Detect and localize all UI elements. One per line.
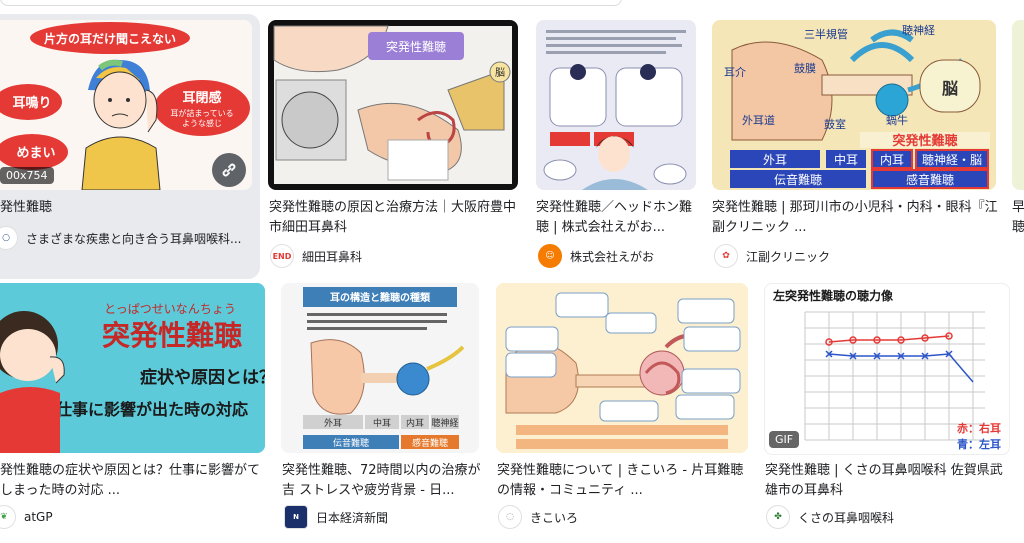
- thumbnail-6[interactable]: とっぱつせいなんちょう 突発性難聴 症状や原因とは？ 仕事に影響が出た時の対応: [0, 283, 265, 453]
- result-title-8[interactable]: 突発性難聴について | きこいろ - 片耳難聴の情報・コミュニティ ...: [497, 463, 744, 498]
- thumb4-text-12: 聴神経・脳: [922, 153, 982, 167]
- thumb9-text-1: 赤：右耳: [957, 421, 1001, 435]
- thumb4-text-3: 鼓膜: [794, 61, 816, 75]
- favicon-icon: END: [270, 244, 294, 268]
- thumbnail-8-art: [496, 283, 748, 453]
- thumb7-text-4: 聴神経: [431, 417, 458, 429]
- smile-icon: ☺: [538, 244, 562, 268]
- thumbnail-1[interactable]: 片方の耳だけ聞こえない 耳鳴り 耳閉感 耳が詰まっている ような感じ めまい: [0, 20, 252, 190]
- thumbnail-1-art: 片方の耳だけ聞こえない 耳鳴り 耳閉感 耳が詰まっている ような感じ めまい: [0, 22, 250, 190]
- result-title-9[interactable]: 突発性難聴 | くさの耳鼻咽喉科 佐賀県武雄市の耳鼻科: [765, 463, 1003, 498]
- clover-icon: ✤: [766, 505, 790, 529]
- result-source-2[interactable]: END 細田耳鼻科: [270, 243, 520, 269]
- source-label: 江副クリニック: [746, 249, 831, 264]
- thumb7-text-1: 外耳: [324, 417, 342, 429]
- thumb4-text-14: 感音難聴: [906, 172, 954, 187]
- thumb2-text-1: 脳: [495, 67, 505, 79]
- search-bar-area: [0, 0, 1024, 6]
- source-label: atGP: [24, 510, 53, 524]
- thumbnail-4-art: 脳 三半規管 聴神経 耳介 鼓膜 外耳道 蝸牛 鼓室 突発性難聴 外耳 中耳 内…: [724, 23, 990, 189]
- source-label: 株式会社えがお: [570, 249, 655, 264]
- kikoiro-logo-icon: ◌: [498, 505, 522, 529]
- result-title-5a[interactable]: 早: [1012, 200, 1024, 215]
- thumb1-text-4: ような感じ: [182, 118, 222, 128]
- source-label: さまざまな疾患と向き合う耳鼻咽喉科...: [26, 231, 242, 246]
- thumb1-text-3: 耳が詰まっている: [170, 108, 233, 118]
- thumbnail-3-art: [543, 26, 688, 190]
- thumbnail-9[interactable]: 左突発性難聴の聴力像 赤：右耳: [764, 283, 1010, 455]
- result-source-9[interactable]: ✤ くさの耳鼻咽喉科: [766, 504, 1012, 530]
- thumb7-text-2: 中耳: [373, 417, 391, 429]
- thumb7-text-6: 感音難聴: [412, 437, 448, 449]
- thumb6-text-1: 突発性難聴: [102, 319, 242, 352]
- thumbnail-7[interactable]: 耳の構造と難聴の種類 外耳 中耳 内耳 聴神経 伝音難聴 感音難聴: [281, 283, 479, 453]
- leaf-icon: ❦: [0, 505, 16, 529]
- gif-badge: GIF: [769, 431, 800, 448]
- thumbnail-2-art: 突発性難聴 脳: [273, 25, 512, 184]
- image-size-badge: 00x754: [0, 167, 54, 184]
- result-title-4[interactable]: 突発性難聴 | 那珂川市の小児科・内科・眼科『江副クリニック ...: [712, 200, 998, 235]
- thumbnail-2[interactable]: 突発性難聴 脳: [268, 20, 518, 190]
- result-title-6[interactable]: 発性難聴の症状や原因とは？仕事に影響がてしまった時の対応 ...: [0, 463, 261, 498]
- result-source-8[interactable]: ◌ きこいろ: [498, 504, 748, 530]
- thumb4-text-10: 中耳: [834, 152, 858, 167]
- nikkei-logo-icon: N: [284, 505, 308, 529]
- thumb1-text-1: 耳鳴り: [12, 95, 51, 111]
- clinic-logo-icon: ✿: [714, 244, 738, 268]
- thumb4-text-9: 外耳: [763, 153, 787, 167]
- result-source-3[interactable]: ☺ 株式会社えがお: [538, 243, 698, 269]
- link-icon[interactable]: [212, 153, 246, 187]
- thumb4-text-5: 外耳道: [742, 113, 775, 127]
- search-box[interactable]: [0, 0, 622, 6]
- thumbnail-8[interactable]: [496, 283, 748, 453]
- thumb4-text-11: 内耳: [880, 153, 904, 167]
- result-source-6[interactable]: ❦ atGP: [0, 504, 254, 530]
- thumb6-text-2: 症状や原因とは？: [140, 367, 265, 388]
- thumbnail-9-art: 左突発性難聴の聴力像 赤：右耳: [772, 288, 1001, 451]
- thumbnail-3[interactable]: [536, 20, 696, 190]
- thumbnail-5[interactable]: [1012, 20, 1024, 190]
- thumb4-text-brain: 脳: [942, 79, 958, 98]
- thumb4-text-8: 突発性難聴: [892, 133, 957, 149]
- result-source-1[interactable]: ○ さまざまな疾患と向き合う耳鼻咽喉科...: [0, 225, 252, 251]
- thumb1-text-0: 片方の耳だけ聞こえない: [44, 31, 176, 46]
- thumbnail-7-art: 耳の構造と難聴の種類 外耳 中耳 内耳 聴神経 伝音難聴 感音難聴: [281, 283, 479, 453]
- thumb7-text-5: 伝音難聴: [333, 437, 369, 449]
- result-title-2[interactable]: 突発性難聴の原因と治療方法｜大阪府豊中市細田耳鼻科: [269, 200, 517, 235]
- thumb4-text-6: 蝸牛: [886, 113, 908, 127]
- thumb1-text-2: 耳閉感: [182, 90, 221, 106]
- thumbnail-4[interactable]: 脳 三半規管 聴神経 耳介 鼓膜 外耳道 蝸牛 鼓室 突発性難聴 外耳 中耳 内…: [712, 20, 996, 190]
- thumb9-text-0: 左突発性難聴の聴力像: [772, 288, 894, 303]
- thumb6-text-0: とっぱつせいなんちょう: [104, 302, 236, 316]
- favicon-icon: ○: [0, 226, 18, 250]
- source-label: きこいろ: [530, 510, 579, 525]
- thumb9-text-2: 青：左耳: [957, 437, 1001, 451]
- source-label: 日本経済新聞: [316, 510, 389, 525]
- thumb7-text-3: 内耳: [406, 417, 424, 429]
- result-source-7[interactable]: N 日本経済新聞: [284, 504, 484, 530]
- thumb4-text-13: 伝音難聴: [774, 172, 822, 187]
- thumb6-text-3: 仕事に影響が出た時の対応: [55, 400, 248, 419]
- thumb4-text-7: 鼓室: [824, 117, 846, 131]
- thumb4-text-1: 聴神経: [902, 23, 935, 37]
- source-label: くさの耳鼻咽喉科: [798, 510, 895, 525]
- thumb2-text-0: 突発性難聴: [386, 39, 446, 54]
- result-title-7[interactable]: 突発性難聴、72時間以内の治療が吉 ストレスや疲労背景 - 日...: [282, 463, 481, 498]
- thumb1-text-5: めまい: [16, 146, 55, 161]
- result-title-1[interactable]: 発性難聴: [0, 200, 53, 215]
- result-title-3[interactable]: 突発性難聴／ヘッドホン難聴 | 株式会社えがお...: [536, 200, 693, 235]
- thumb4-text-0: 三半規管: [804, 27, 848, 41]
- thumb7-text-0: 耳の構造と難聴の種類: [330, 291, 431, 304]
- thumbnail-6-art: とっぱつせいなんちょう 突発性難聴 症状や原因とは？ 仕事に影響が出た時の対応: [0, 283, 265, 453]
- source-label: 細田耳鼻科: [302, 249, 363, 264]
- result-source-4[interactable]: ✿ 江副クリニック: [714, 243, 998, 269]
- result-title-5b[interactable]: 聴: [1012, 220, 1024, 235]
- thumb4-text-2: 耳介: [724, 66, 746, 79]
